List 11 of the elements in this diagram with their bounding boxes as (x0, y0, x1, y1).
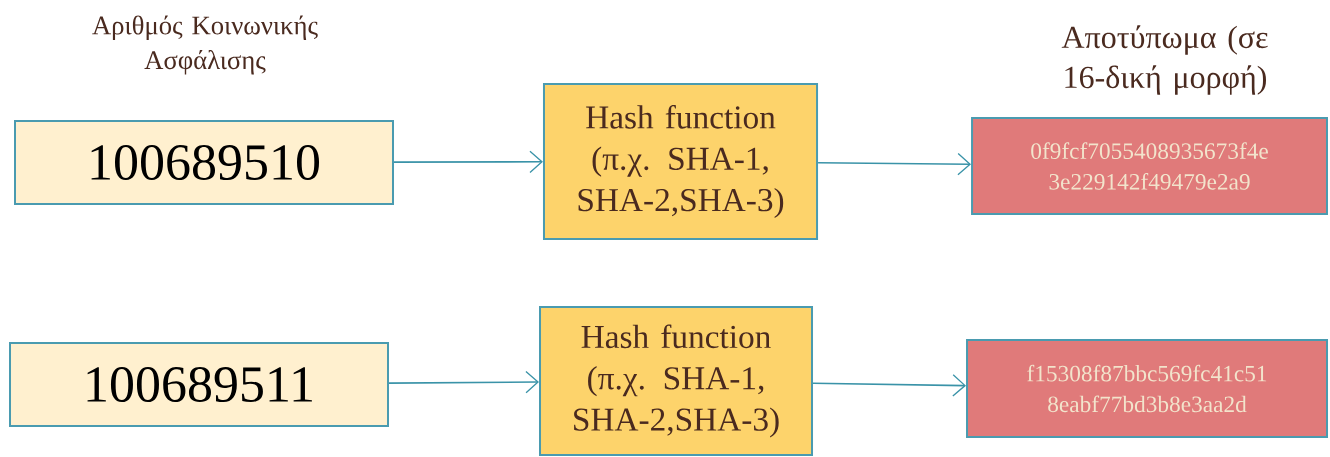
hash-value-box: 0f9fcf7055408935673f4e 3e229142f49479e2a9 (971, 117, 1328, 215)
hash-function-box: Hash function (π.χ. SHA-1, SHA-2,SHA-3) (539, 306, 813, 456)
column-heading: Αριθμός Κοινωνικής Ασφάλισης (92, 15, 318, 75)
arrow (393, 150, 543, 174)
arrow (388, 370, 539, 394)
number-box: 100689510 (14, 120, 394, 205)
arrow (812, 374, 966, 397)
hash-function-box: Hash function (π.χ. SHA-1, SHA-2,SHA-3) (543, 83, 819, 240)
number-box: 100689511 (9, 342, 389, 427)
arrow (817, 152, 972, 176)
hash-value-box: f15308f87bbc569fc41c51 8eabf77bd3b8e3aa2d (966, 338, 1328, 439)
